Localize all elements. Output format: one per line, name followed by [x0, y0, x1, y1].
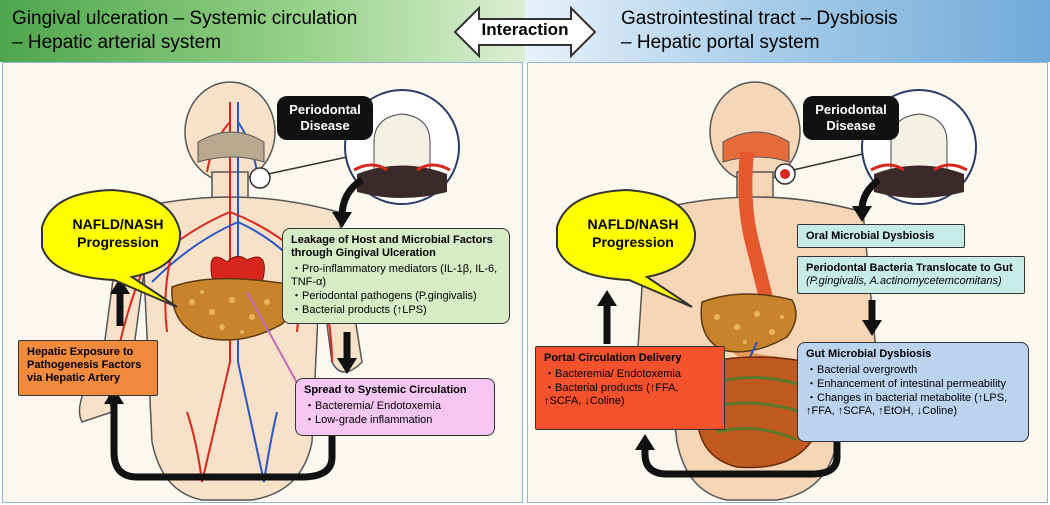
gi-tract	[738, 151, 774, 304]
right-translocate-title: Periodontal Bacteria Translocate to Gut	[806, 262, 1013, 274]
left-leakage-item-1: ・Pro-inflammatory mediators (IL-1β, IL-6…	[291, 263, 498, 288]
interaction-arrow	[453, 6, 597, 58]
right-portal-box: Portal Circulation Delivery ・Bacteremia/…	[535, 346, 725, 430]
right-header-line2: – Hepatic portal system	[621, 32, 820, 53]
liver	[171, 277, 295, 341]
interaction-label: Interaction	[481, 20, 569, 39]
left-spread-item-2: ・Low-grade inflammation	[304, 414, 433, 426]
left-header: Gingival ulceration – Systemic circulati…	[0, 0, 525, 62]
left-leakage-title: Leakage of Host and Microbial Factors th…	[291, 234, 493, 259]
right-gut-item-3: ・Changes in bacterial metabolite (↑LPS, …	[806, 392, 1008, 417]
right-header: Gastrointestinal tract – Dysbiosis – Hep…	[525, 0, 1050, 62]
left-leakage-item-2: ・Periodontal pathogens (P.gingivalis)	[291, 290, 477, 302]
liver	[700, 293, 797, 353]
right-header-line1: Gastrointestinal tract – Dysbiosis	[621, 8, 898, 29]
right-translocate-box: Periodontal Bacteria Translocate to Gut …	[797, 256, 1025, 294]
right-translocate-species: (P.gingivalis, A.actinomycetemcomitans)	[806, 275, 1002, 287]
right-nafld-label: NAFLD/NASH Progression	[587, 216, 679, 250]
right-portal-item-2: ・Bacterial products (↑FFA, ↑SCFA, ↓Colin…	[544, 382, 679, 407]
left-header-line2: – Hepatic arterial system	[12, 32, 222, 53]
left-periodontal-box: Periodontal Disease	[277, 96, 373, 140]
right-portal-item-1: ・Bacteremia/ Endotoxemia	[544, 368, 681, 380]
right-gut-title: Gut Microbial Dysbiosis	[806, 348, 932, 360]
right-gut-box: Gut Microbial Dysbiosis ・Bacterial overg…	[797, 342, 1029, 442]
left-spread-item-1: ・Bacteremia/ Endotoxemia	[304, 400, 441, 412]
tooth-illustration	[344, 89, 460, 205]
nafld-bubble-shape	[41, 188, 182, 308]
right-periodontal-box: Periodontal Disease	[803, 96, 899, 140]
left-leakage-item-3: ・Bacterial products (↑LPS)	[291, 304, 427, 316]
left-hepatic-exposure-box: Hepatic Exposure to Pathogenesis Factors…	[18, 340, 158, 396]
left-leakage-box: Leakage of Host and Microbial Factors th…	[282, 228, 510, 324]
right-gut-item-2: ・Enhancement of intestinal permeability	[806, 378, 1006, 390]
nafld-bubble-shape	[556, 188, 697, 308]
left-spread-box: Spread to Systemic Circulation ・Bacterem…	[295, 378, 495, 436]
left-header-line1: Gingival ulceration – Systemic circulati…	[12, 8, 358, 29]
right-oral-dysbiosis-box: Oral Microbial Dysbiosis	[797, 224, 965, 248]
left-nafld-label: NAFLD/NASH Progression	[72, 216, 164, 250]
right-portal-title: Portal Circulation Delivery	[544, 352, 682, 364]
left-spread-title: Spread to Systemic Circulation	[304, 384, 467, 396]
right-gut-item-1: ・Bacterial overgrowth	[806, 364, 918, 376]
